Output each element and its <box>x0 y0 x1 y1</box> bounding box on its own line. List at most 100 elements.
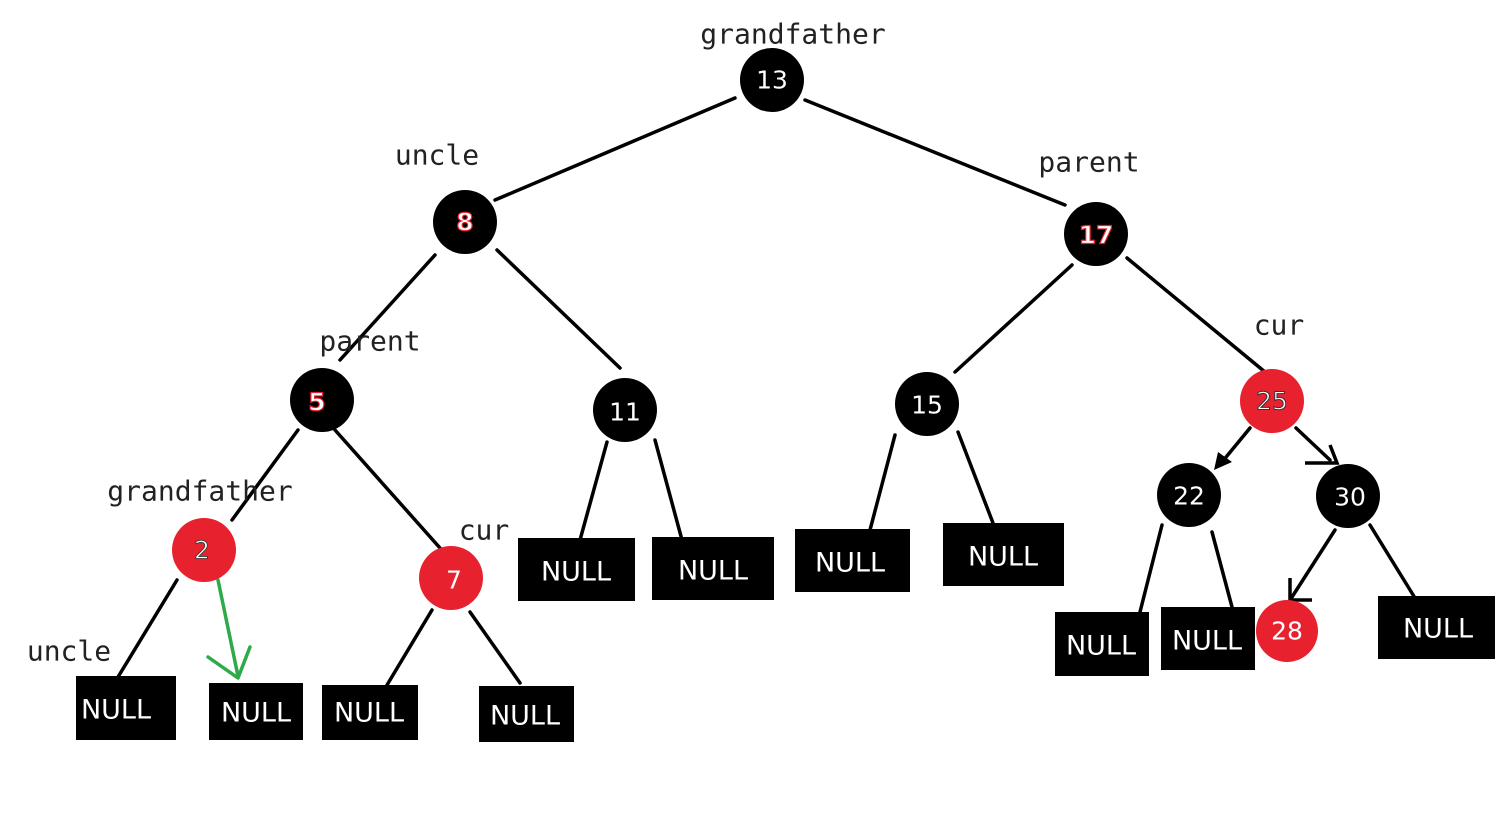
node-13: 13 <box>740 48 804 112</box>
null-leaf-box <box>209 683 303 740</box>
arrow-30-28 <box>1290 528 1337 599</box>
node-28-value: 28 <box>1271 617 1303 646</box>
edge-17-25 <box>1125 256 1267 374</box>
edge-30-null <box>1368 523 1417 600</box>
node-7-value: 7 <box>446 566 462 595</box>
edge-5-7 <box>333 428 442 550</box>
node-25-value: 25 <box>1256 387 1288 416</box>
null-leaf-7b: NULL <box>479 686 574 742</box>
arrow-head-22 <box>1214 452 1232 470</box>
edge-5-2 <box>230 428 300 522</box>
node-11-value: 11 <box>609 398 641 427</box>
node-2-circle <box>172 518 236 582</box>
edge-8-11 <box>495 248 622 370</box>
role-labels: grandfather uncle parent parent cur gran… <box>27 18 1304 668</box>
null-leaf-box <box>479 686 574 742</box>
edge-15-null-b <box>956 430 995 525</box>
null-leaf-box <box>76 676 176 740</box>
label-grandfather-top: grandfather <box>700 18 885 51</box>
edge-8-5 <box>338 253 437 362</box>
node-17: 17 <box>1064 202 1128 266</box>
node-30-circle <box>1316 464 1380 528</box>
null-leaf-label: NULL <box>678 556 748 587</box>
insertion-arrows <box>1214 426 1340 602</box>
tree-edges <box>116 96 1417 687</box>
null-leaf-box <box>943 523 1064 586</box>
null-leaf-box <box>322 685 418 740</box>
edge-13-17 <box>803 98 1067 207</box>
null-leaf-label: NULL <box>334 698 404 729</box>
green-arrow-head <box>206 645 252 680</box>
node-30-value: 30 <box>1334 483 1366 512</box>
edge-13-8 <box>493 96 737 202</box>
node-7-circle <box>419 546 483 610</box>
node-22-circle <box>1157 463 1221 527</box>
node-11-circle <box>593 378 657 442</box>
node-5: 5 <box>290 368 354 432</box>
edge-17-15 <box>953 263 1074 374</box>
green-arrow <box>206 578 252 680</box>
node-15-value: 15 <box>911 391 943 420</box>
null-leaf-15b: NULL <box>943 523 1064 586</box>
edge-11-null-a <box>578 440 609 542</box>
node-13-circle <box>740 48 804 112</box>
null-leaf-label: NULL <box>490 701 560 732</box>
null-leaf-2b: NULL <box>209 683 303 740</box>
null-leaf-box <box>1378 596 1495 659</box>
label-cur-left: cur <box>459 514 510 547</box>
null-leaf-label: NULL <box>1172 626 1242 657</box>
null-leaf-22b: NULL <box>1161 607 1255 670</box>
node-22: 22 <box>1157 463 1221 527</box>
null-leaf-box <box>1161 607 1255 670</box>
null-leaf-label: NULL <box>1066 631 1136 662</box>
edge-11-null-b <box>653 438 684 542</box>
null-leaf-label: NULL <box>1403 614 1473 645</box>
node-7: 7 <box>419 546 483 610</box>
label-grandfather-left: grandfather <box>107 475 292 508</box>
arrow-25-22 <box>1220 426 1252 464</box>
edge-2-null-uncle <box>116 578 179 679</box>
null-leaf-box <box>652 537 774 600</box>
null-leaf-label: NULL <box>221 698 291 729</box>
null-leaf-box <box>1055 612 1149 676</box>
edge-7-null-b <box>468 610 522 685</box>
node-2: 2 <box>172 518 236 582</box>
null-leaf-label: NULL <box>968 542 1038 573</box>
node-15: 15 <box>895 372 959 436</box>
node-15-circle <box>895 372 959 436</box>
tree-nodes: 13 8 17 5 11 15 25 2 <box>172 48 1380 662</box>
label-uncle-top: uncle <box>395 139 479 172</box>
null-leaf-30: NULL <box>1378 596 1495 659</box>
node-28-circle <box>1256 600 1318 662</box>
null-leaves: NULL NULL NULL NULL NULL NULL NULL NULL <box>76 523 1495 742</box>
edge-22-null-a <box>1138 523 1164 614</box>
node-13-value: 13 <box>756 66 788 95</box>
arrow-head-28 <box>1288 578 1312 602</box>
null-leaf-box <box>518 538 635 601</box>
node-28: 28 <box>1256 600 1318 662</box>
node-5-circle <box>290 368 354 432</box>
green-arrow-shaft <box>216 578 240 678</box>
null-leaf-box <box>795 529 910 592</box>
null-leaf-label: NULL <box>815 548 885 579</box>
node-8-circle <box>433 190 497 254</box>
label-parent-top: parent <box>1038 146 1139 179</box>
arrow-head-30 <box>1305 444 1340 465</box>
edge-15-null-a <box>868 433 897 532</box>
null-leaf-label: NULL <box>81 695 151 726</box>
edge-7-null-a <box>385 608 434 687</box>
node-8-value: 8 <box>456 208 473 237</box>
node-5-value: 5 <box>308 388 325 417</box>
node-17-circle <box>1064 202 1128 266</box>
null-leaf-label: NULL <box>541 557 611 588</box>
null-leaf-uncle: NULL <box>76 676 176 740</box>
node-17-value: 17 <box>1079 221 1114 250</box>
label-uncle-left: uncle <box>27 635 111 668</box>
node-25-circle <box>1240 369 1304 433</box>
node-22-value: 22 <box>1173 482 1205 511</box>
node-8: 8 <box>433 190 497 254</box>
edge-22-null-b <box>1210 530 1234 609</box>
null-leaf-11b: NULL <box>652 537 774 600</box>
null-leaf-15a: NULL <box>795 529 910 592</box>
